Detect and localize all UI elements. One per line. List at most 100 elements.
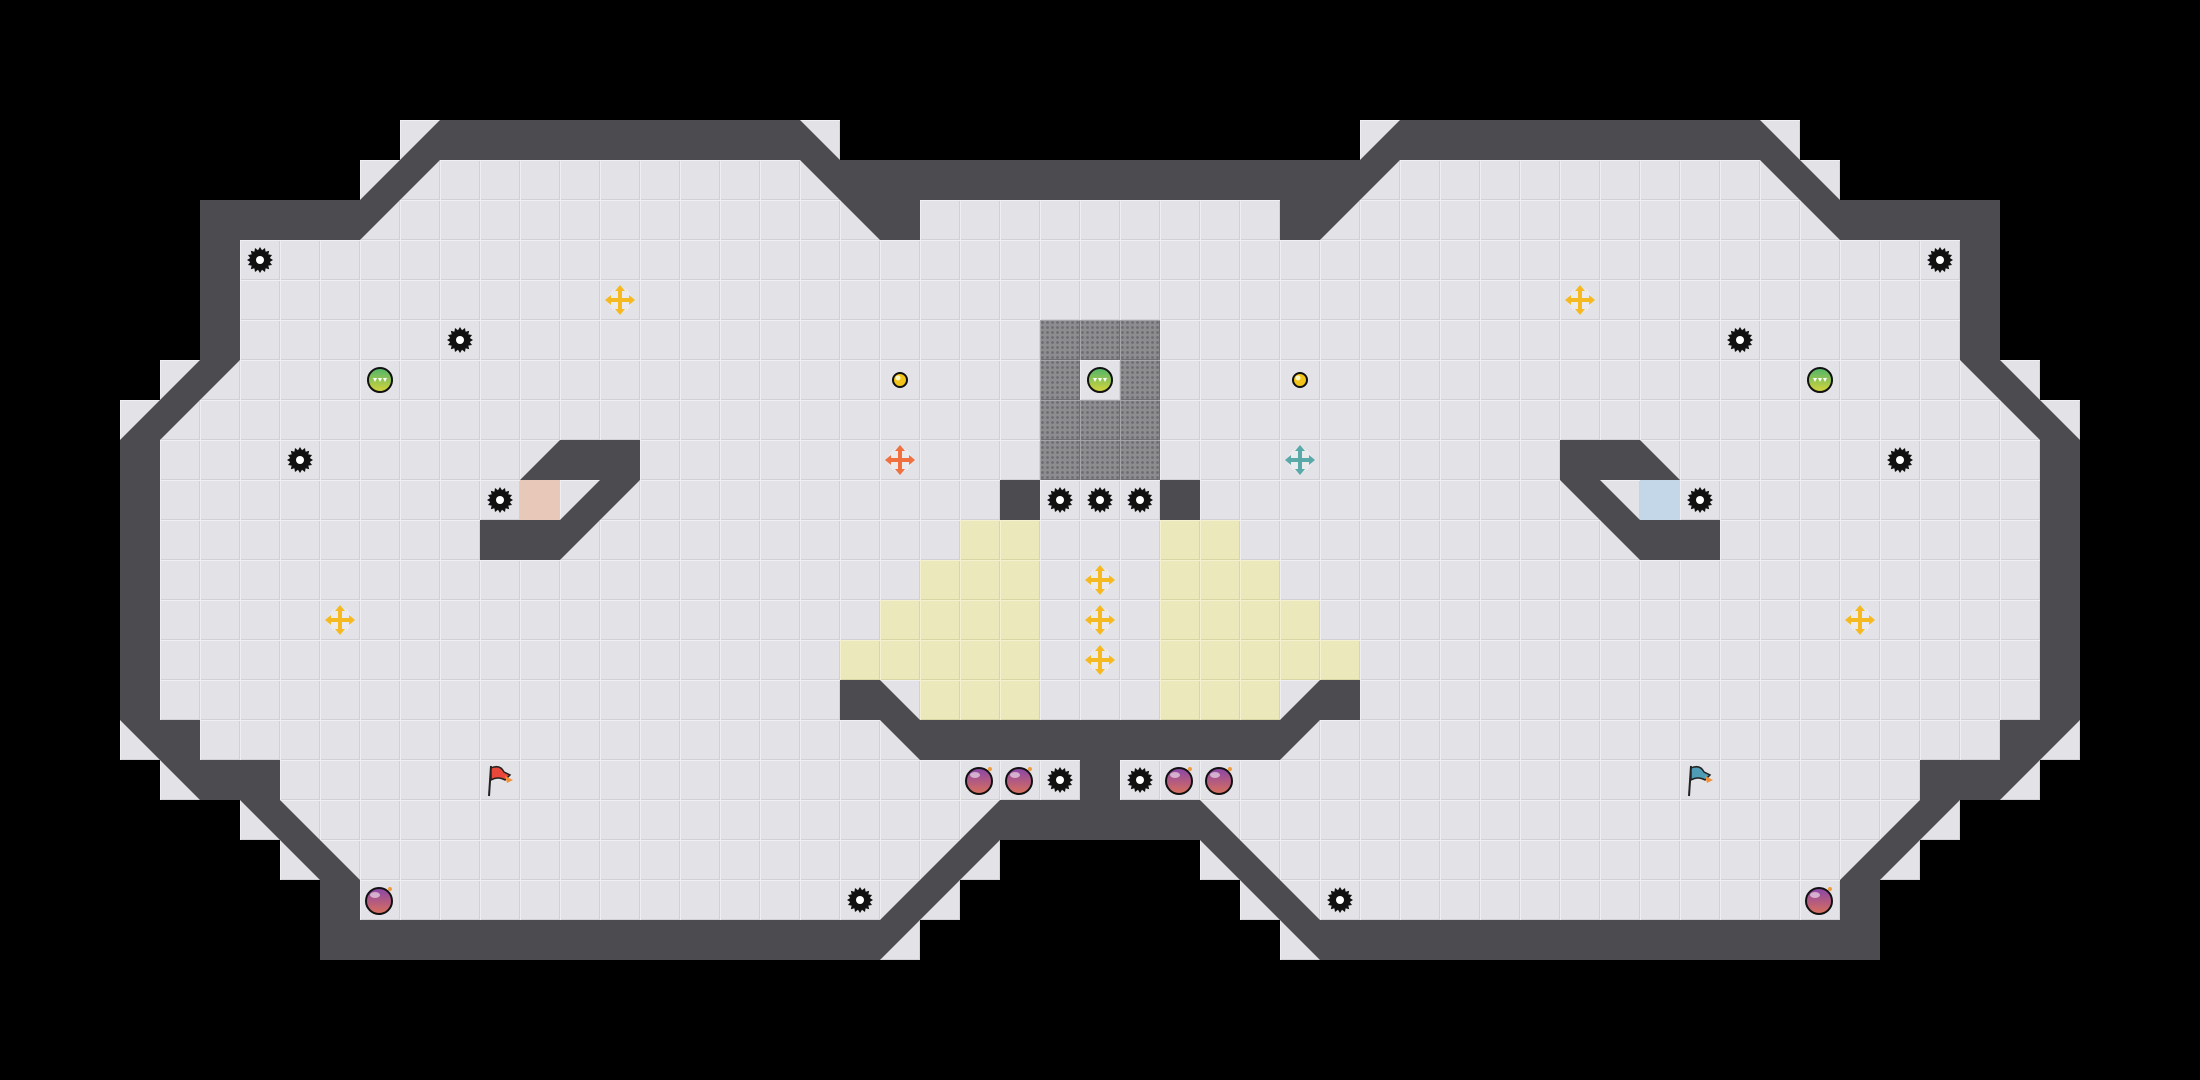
floor-tile bbox=[1320, 520, 1360, 560]
floor-tile bbox=[1320, 360, 1360, 400]
neutral-team-tile bbox=[960, 520, 1000, 560]
diagonal-wall-tile bbox=[200, 360, 240, 400]
floor-tile bbox=[760, 440, 800, 480]
spike-icon bbox=[1320, 880, 1360, 920]
floor-tile bbox=[600, 680, 640, 720]
floor-tile bbox=[160, 480, 200, 520]
floor-tile bbox=[720, 840, 760, 880]
floor-tile bbox=[600, 800, 640, 840]
diagonal-wall-tile bbox=[920, 840, 960, 880]
floor-tile bbox=[360, 760, 400, 800]
floor-tile bbox=[1880, 600, 1920, 640]
floor-tile bbox=[480, 400, 520, 440]
floor-tile bbox=[1560, 720, 1600, 760]
floor-tile bbox=[1840, 480, 1880, 520]
floor-tile bbox=[640, 880, 680, 920]
floor-tile bbox=[400, 880, 440, 920]
wall-tile bbox=[1760, 920, 1800, 960]
floor-tile bbox=[840, 400, 880, 440]
floor-tile bbox=[1320, 760, 1360, 800]
floor-tile bbox=[400, 400, 440, 440]
wall-tile bbox=[200, 760, 240, 800]
floor-tile bbox=[600, 840, 640, 880]
floor-tile bbox=[1480, 840, 1520, 880]
floor-tile bbox=[1360, 880, 1400, 920]
floor-tile bbox=[800, 240, 840, 280]
floor-tile bbox=[520, 240, 560, 280]
floor-tile bbox=[1080, 280, 1120, 320]
floor-tile bbox=[1560, 200, 1600, 240]
neutral-team-tile bbox=[920, 640, 960, 680]
diagonal-wall-tile bbox=[1240, 880, 1280, 920]
floor-tile bbox=[640, 480, 680, 520]
neutral-team-tile bbox=[1000, 680, 1040, 720]
floor-tile bbox=[1360, 600, 1400, 640]
floor-tile bbox=[280, 480, 320, 520]
floor-tile bbox=[1520, 880, 1560, 920]
floor-tile bbox=[1480, 600, 1520, 640]
floor-tile bbox=[760, 720, 800, 760]
floor-tile bbox=[1240, 480, 1280, 520]
wall-tile bbox=[640, 920, 680, 960]
floor-tile bbox=[1560, 760, 1600, 800]
floor-tile bbox=[720, 560, 760, 600]
floor-tile bbox=[1640, 360, 1680, 400]
floor-tile bbox=[480, 800, 520, 840]
floor-tile bbox=[1440, 400, 1480, 440]
floor-tile bbox=[280, 240, 320, 280]
gate-tile bbox=[1040, 320, 1080, 360]
floor-tile bbox=[1040, 680, 1080, 720]
floor-tile bbox=[360, 240, 400, 280]
floor-tile bbox=[1640, 400, 1680, 440]
floor-tile bbox=[1520, 400, 1560, 440]
floor-tile bbox=[600, 200, 640, 240]
floor-tile bbox=[1720, 440, 1760, 480]
wall-tile bbox=[1640, 920, 1680, 960]
neutral-team-tile bbox=[1320, 640, 1360, 680]
floor-tile bbox=[1000, 400, 1040, 440]
floor-tile bbox=[640, 360, 680, 400]
floor-tile bbox=[1920, 480, 1960, 520]
floor-tile bbox=[640, 800, 680, 840]
floor-tile bbox=[1880, 760, 1920, 800]
floor-tile bbox=[1720, 720, 1760, 760]
diagonal-wall-tile bbox=[920, 880, 960, 920]
wall-tile bbox=[920, 160, 960, 200]
floor-tile bbox=[1520, 440, 1560, 480]
floor-tile bbox=[880, 560, 920, 600]
floor-tile bbox=[1120, 520, 1160, 560]
floor-tile bbox=[400, 280, 440, 320]
floor-tile bbox=[1840, 280, 1880, 320]
floor-tile bbox=[1920, 680, 1960, 720]
wall-tile bbox=[760, 120, 800, 160]
wall-tile bbox=[1920, 760, 1960, 800]
floor-tile bbox=[1840, 400, 1880, 440]
wall-tile bbox=[1000, 480, 1040, 520]
floor-tile bbox=[1480, 240, 1520, 280]
wall-tile bbox=[1080, 160, 1120, 200]
diagonal-wall-tile bbox=[120, 400, 160, 440]
diagonal-wall-tile bbox=[1200, 800, 1240, 840]
floor-tile bbox=[1440, 880, 1480, 920]
floor-tile bbox=[1240, 400, 1280, 440]
floor-tile bbox=[1880, 480, 1920, 520]
floor-tile bbox=[480, 640, 520, 680]
floor-tile bbox=[1320, 240, 1360, 280]
floor-tile bbox=[1400, 760, 1440, 800]
floor-tile bbox=[1240, 320, 1280, 360]
floor-tile bbox=[1160, 440, 1200, 480]
floor-tile bbox=[920, 520, 960, 560]
floor-tile bbox=[1320, 800, 1360, 840]
neutral-team-tile bbox=[840, 640, 880, 680]
wall-tile bbox=[760, 920, 800, 960]
floor-tile bbox=[1760, 520, 1800, 560]
diagonal-wall-tile bbox=[1560, 480, 1600, 520]
floor-tile bbox=[760, 160, 800, 200]
floor-tile bbox=[1640, 240, 1680, 280]
wall-tile bbox=[560, 120, 600, 160]
floor-tile bbox=[1680, 560, 1720, 600]
wall-tile bbox=[1600, 920, 1640, 960]
diagonal-wall-tile bbox=[600, 480, 640, 520]
floor-tile bbox=[1040, 640, 1080, 680]
